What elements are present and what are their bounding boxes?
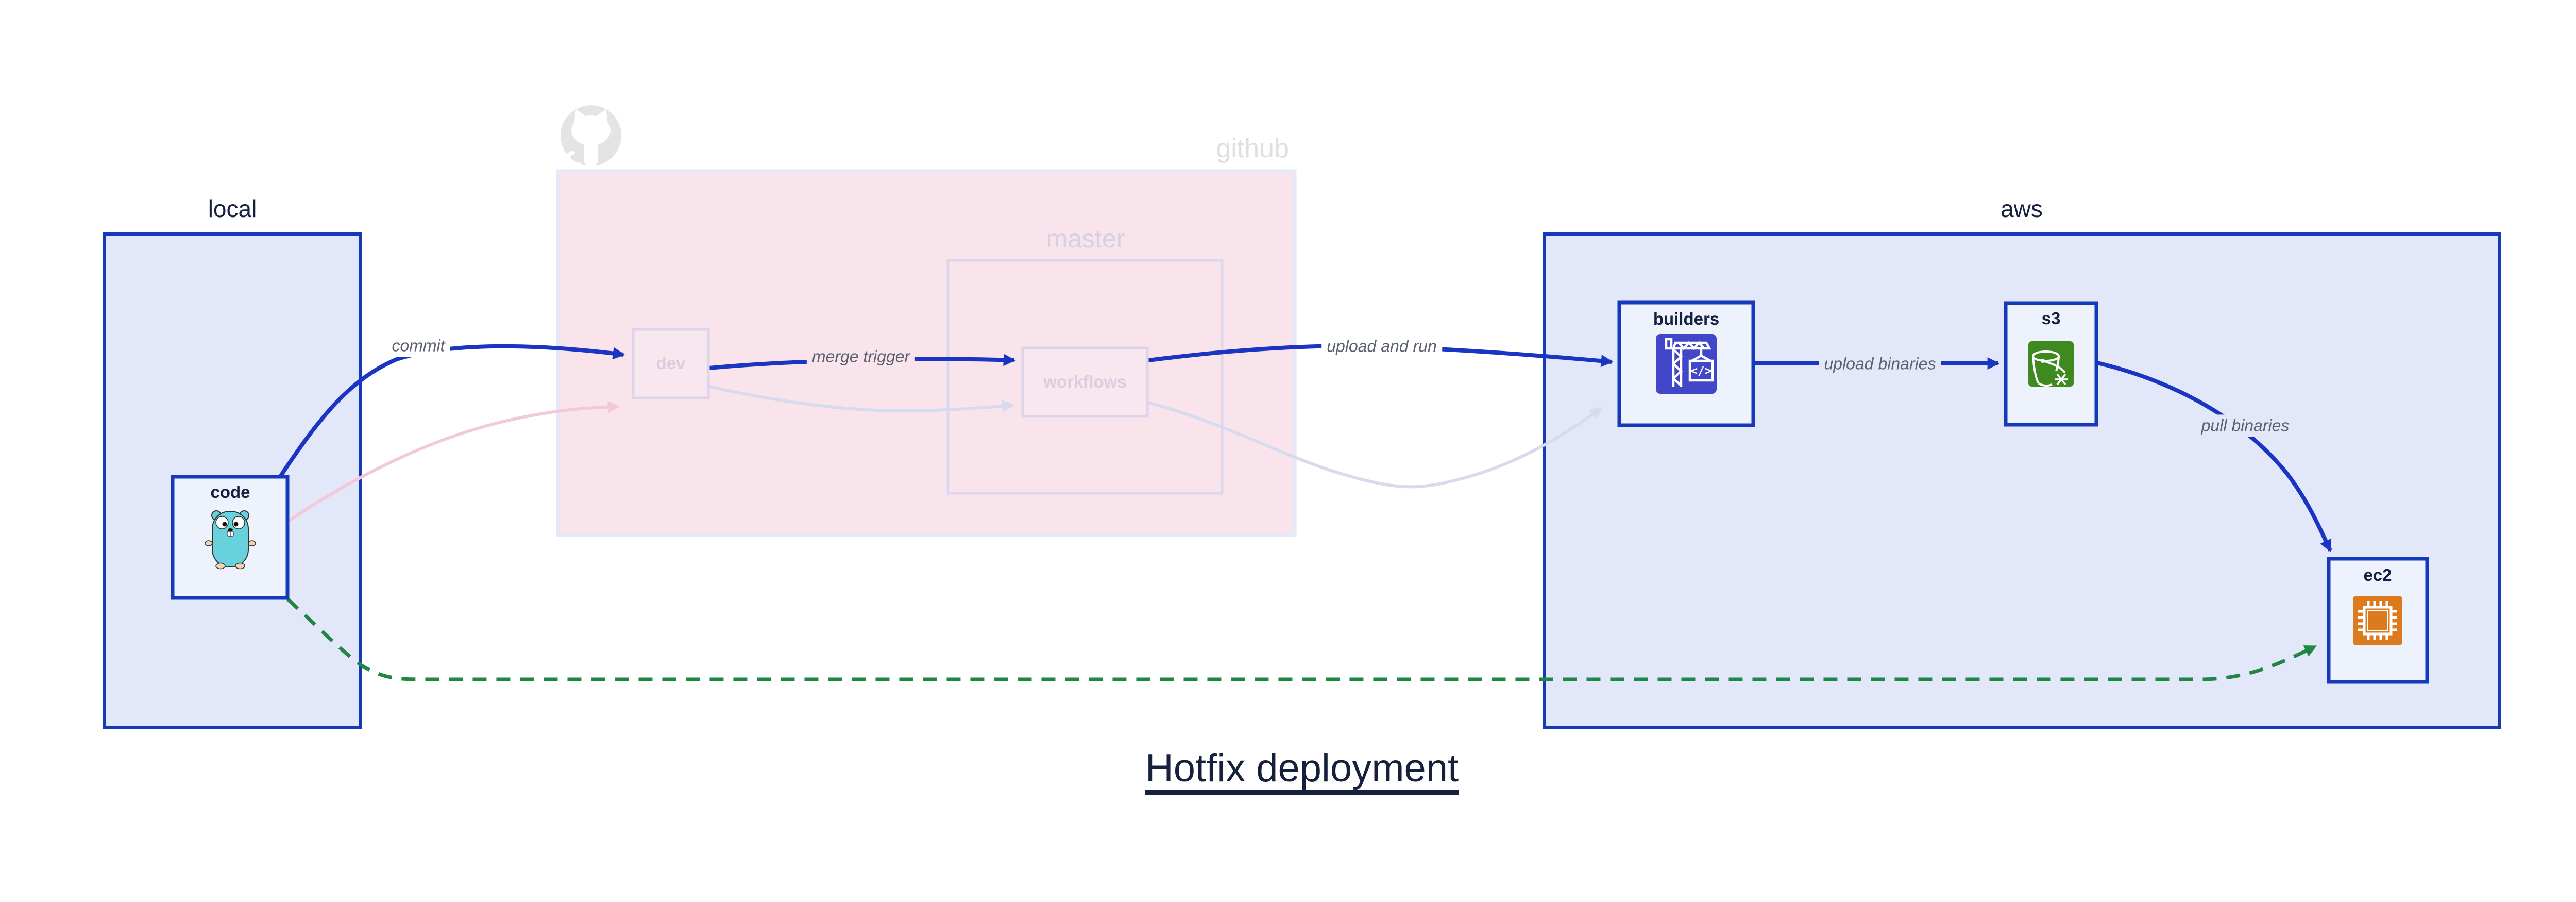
go-gopher-icon (205, 510, 256, 570)
node-dev-box (632, 328, 710, 399)
cluster-label-local: local (208, 195, 257, 222)
edge-label-pull-binaries: pull binaries (2196, 414, 2295, 437)
svg-text:</>: </> (1690, 364, 1712, 378)
edge-faded-upload (1148, 401, 1603, 489)
cluster-label-aws: aws (2001, 195, 2043, 222)
node-label-builders: builders (1653, 309, 1720, 328)
cluster-label-github: github (1216, 133, 1289, 163)
edge-label-upload-binaries: upload binaries (1819, 353, 1941, 375)
node-workflows-box (1021, 346, 1149, 418)
cluster-master-box (946, 259, 1224, 495)
s3-bucket-icon (2028, 341, 2074, 387)
edge-faded-merge (709, 385, 1015, 413)
node-label-ec2: ec2 (2363, 565, 2392, 584)
page-title: Hotfix deployment (1145, 746, 1459, 790)
edge-label-upload-and-run: upload and run (1321, 335, 1442, 358)
node-label-code: code (210, 482, 250, 502)
node-label-workflows: workflows (1043, 372, 1127, 391)
github-octocat-icon (561, 105, 621, 168)
edge-label-merge-trigger: merge trigger (806, 345, 916, 368)
edge-faded-commit (286, 400, 620, 523)
edge-label-commit: commit (386, 335, 450, 357)
node-label-s3: s3 (2041, 309, 2061, 328)
edge-commit (279, 344, 625, 477)
edge-hotfix-direct (286, 597, 2317, 681)
cpu-chip-icon (2353, 596, 2402, 645)
cluster-label-master: master (1046, 224, 1125, 253)
node-label-dev: dev (656, 354, 686, 373)
build-crane-icon: </> (1656, 334, 1717, 394)
edge-pull-binaries (2097, 361, 2332, 553)
